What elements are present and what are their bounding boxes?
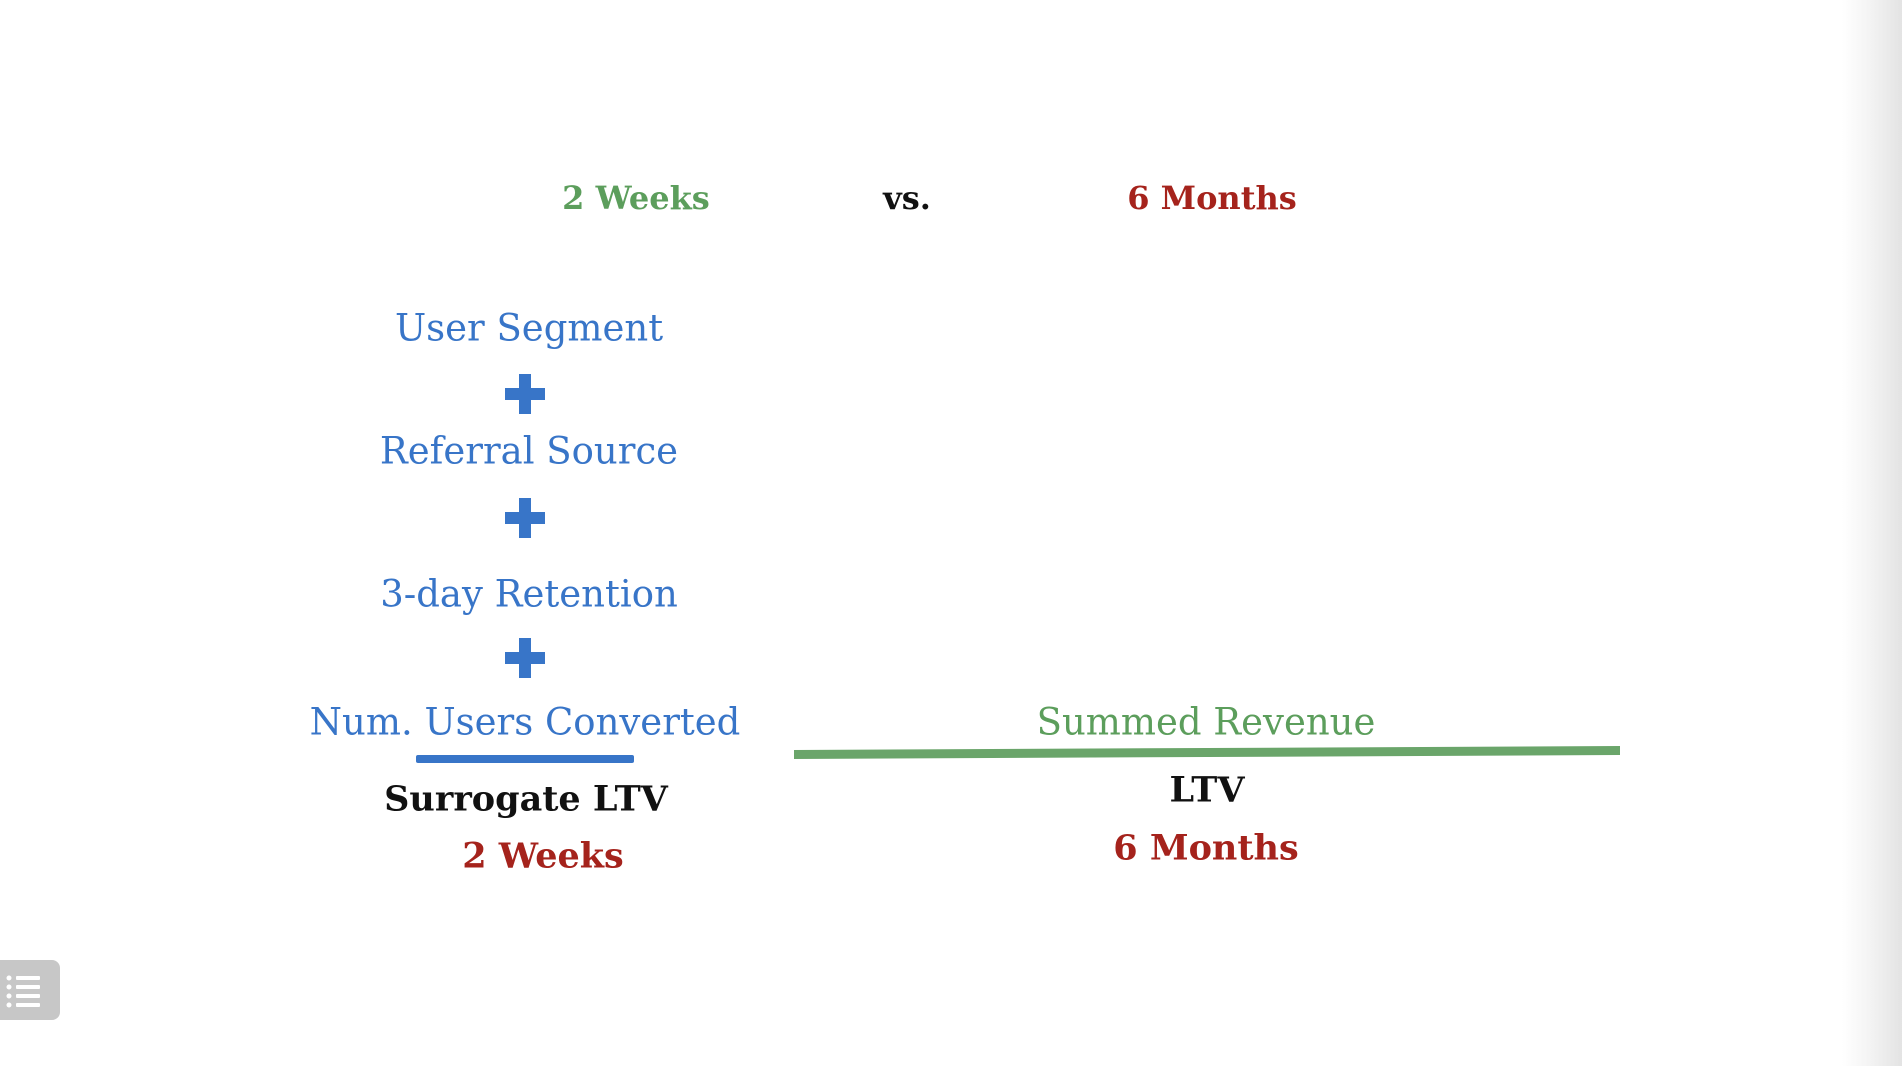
left-result-label: Surrogate LTV [384, 778, 668, 820]
term-3-day-retention: 3-day Retention [380, 572, 678, 616]
plus-icon [505, 374, 545, 414]
right-result-label: LTV [1169, 769, 1245, 811]
header-left-period: 2 Weeks [562, 179, 710, 217]
right-result-period: 6 Months [1113, 827, 1299, 869]
plus-icon [505, 638, 545, 678]
term-user-segment: User Segment [394, 306, 664, 350]
term-referral-source: Referral Source [379, 429, 679, 473]
header-right-period: 6 Months [1127, 179, 1297, 217]
left-numerator: Num. Users Converted [309, 700, 741, 744]
plus-icon [505, 498, 545, 538]
list-icon [6, 975, 40, 1008]
right-numerator: Summed Revenue [1036, 700, 1376, 744]
header-versus: vs. [883, 179, 931, 217]
left-result-period: 2 Weeks [462, 835, 624, 877]
left-fraction-bar [416, 755, 634, 763]
right-fraction-bar [794, 746, 1620, 759]
page-edge-shadow [1842, 0, 1902, 1066]
toc-button[interactable] [0, 960, 60, 1020]
